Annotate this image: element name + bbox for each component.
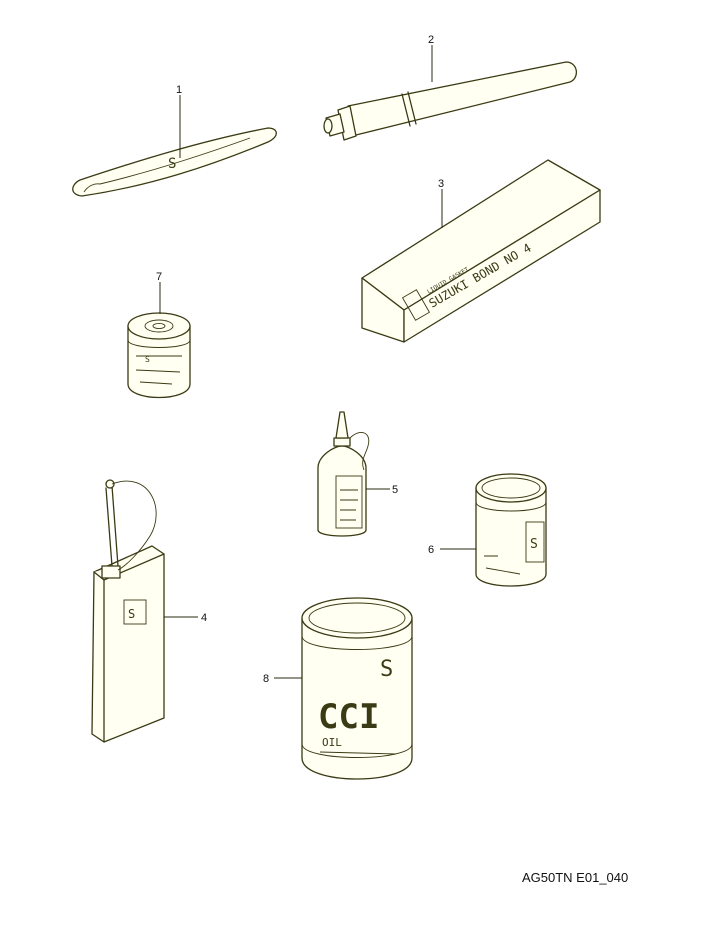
large-can-mark: S [380,657,393,682]
small-tin-mark: S [145,355,150,364]
large-can-oil-word: OIL [322,736,342,749]
callout-8[interactable]: 8 [263,673,269,685]
part-3-bond-box[interactable]: SUZUKI BOND NO 4 LIQUID GASKET [361,159,601,343]
large-can-big-label: CCI [318,697,379,737]
part-4-oil-can[interactable]: S [91,479,165,743]
part-5-oil-bottle[interactable] [317,411,370,537]
oil-can-mark: S [128,607,135,621]
callout-4[interactable]: 4 [201,612,207,624]
bond-box-logo [401,289,431,321]
callout-3[interactable]: 3 [438,178,444,190]
medium-can-mark: S [530,537,538,552]
callout-5[interactable]: 5 [392,484,398,496]
part-7-small-tin[interactable]: S [127,312,191,399]
part-1-tire-lever[interactable]: S [72,127,277,197]
part-8-large-oil-can[interactable]: S CCI OIL [301,597,413,780]
callout-2[interactable]: 2 [428,34,434,46]
callout-1[interactable]: 1 [176,84,182,96]
part-2-grease-tube[interactable] [323,61,577,141]
diagram-code: AG50TN E01_040 [522,870,629,885]
part-6-medium-can[interactable]: S [475,473,547,587]
callout-7[interactable]: 7 [156,271,162,283]
lever-s-mark: S [168,156,176,172]
callout-6[interactable]: 6 [428,544,434,556]
